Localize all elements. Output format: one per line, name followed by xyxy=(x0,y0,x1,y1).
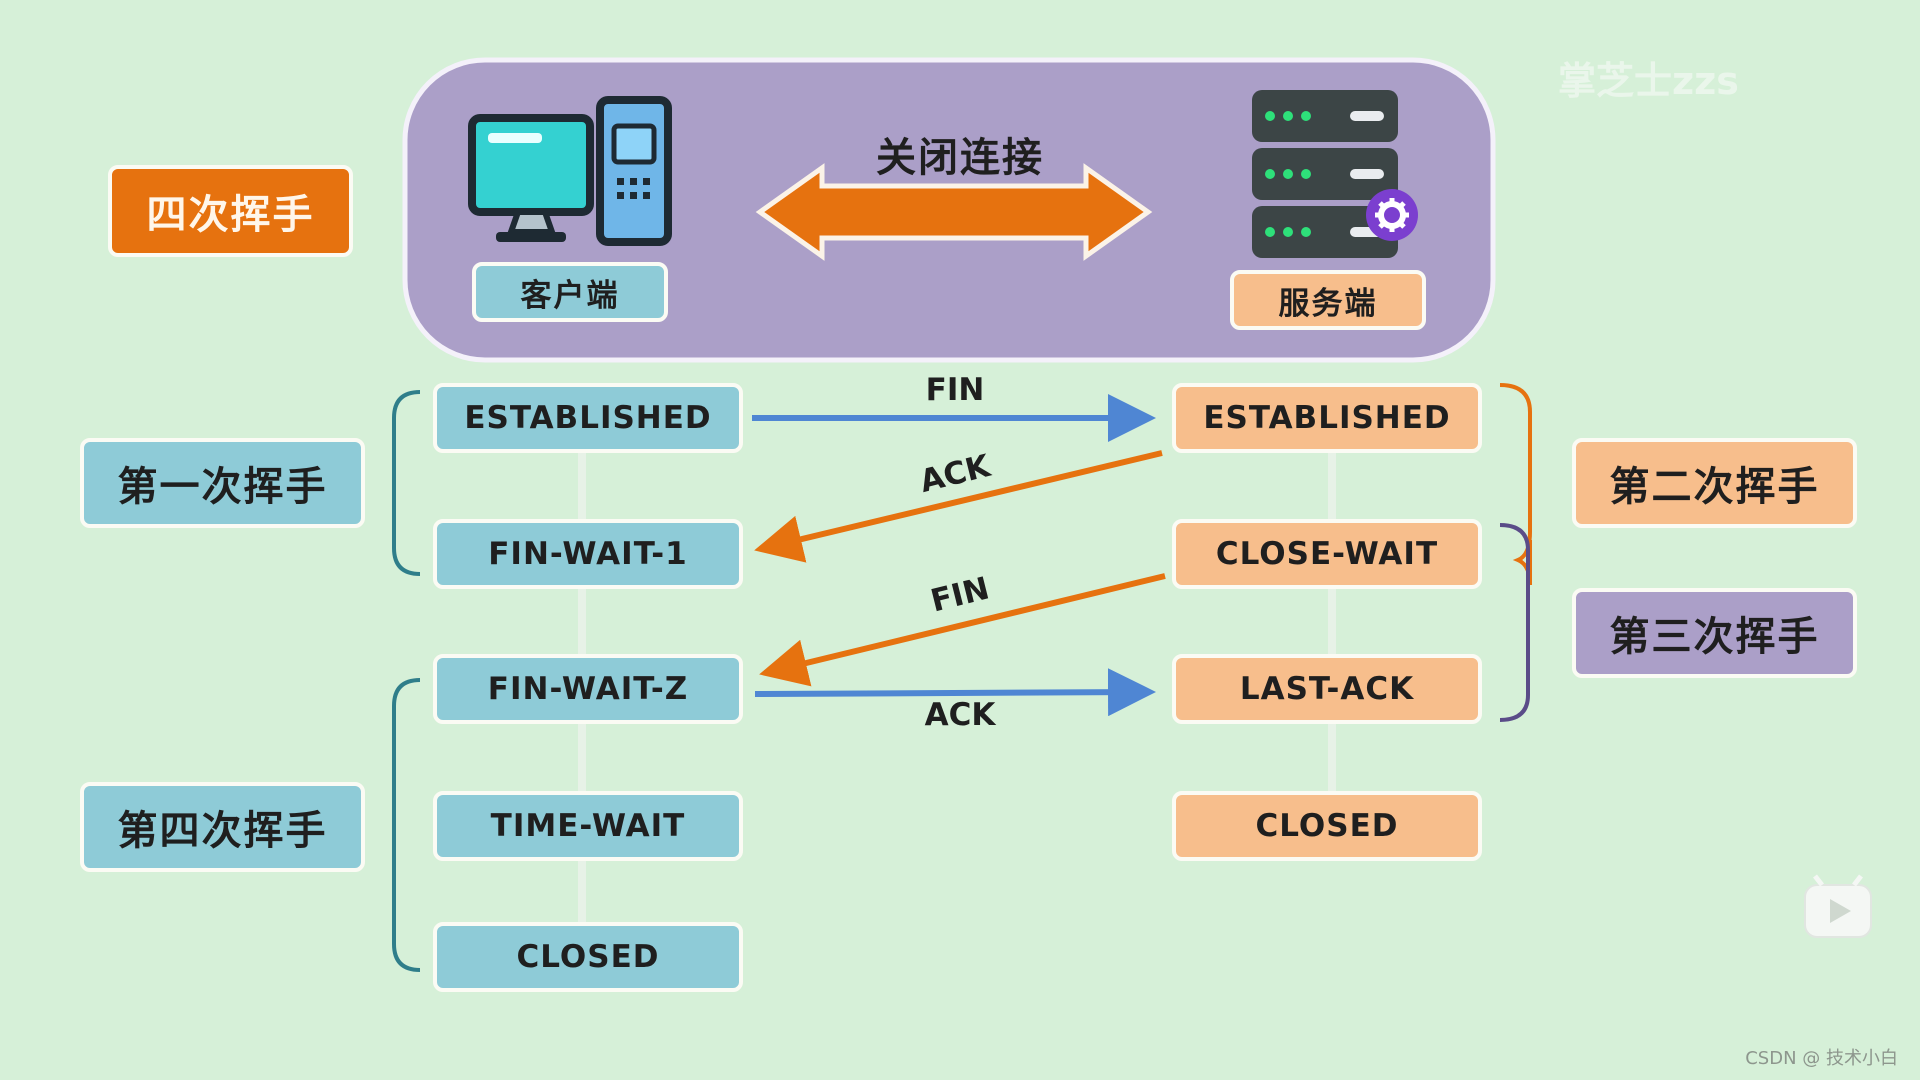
server-state-closed: CLOSED xyxy=(1172,791,1482,861)
client-state-closed: CLOSED xyxy=(433,922,743,992)
watermark-text: 掌芝士zzs xyxy=(1558,59,1739,103)
gear-icon xyxy=(1366,189,1418,241)
close-connection-label: 关闭连接 xyxy=(876,135,1044,181)
ack-arrow-1 xyxy=(754,450,1163,563)
play-icon xyxy=(1804,874,1872,938)
client-state-established: ESTABLISHED xyxy=(433,383,743,453)
bracket-fourth xyxy=(392,678,421,972)
phase-first: 第一次挥手 xyxy=(80,438,365,528)
bracket-third xyxy=(1499,523,1530,722)
bracket-second xyxy=(1499,383,1532,586)
message-label-fin-1: FIN xyxy=(925,372,985,408)
server-state-last-ack: LAST-ACK xyxy=(1172,654,1482,724)
phase-third: 第三次挥手 xyxy=(1572,588,1857,678)
footer-credit: CSDN @ 技术小白 xyxy=(1745,1048,1898,1069)
server-label: 服务端 xyxy=(1230,270,1426,330)
desktop-computer-icon xyxy=(468,96,672,246)
bracket-first xyxy=(392,390,421,576)
server-rack-icon xyxy=(1252,90,1398,258)
message-label-ack-2: ACK xyxy=(924,697,996,733)
close-connection-arrow xyxy=(755,163,1153,261)
server-state-close-wait: CLOSE-WAIT xyxy=(1172,519,1482,589)
phase-fourth: 第四次挥手 xyxy=(80,782,365,872)
ack-arrow-2 xyxy=(754,668,1156,717)
server-state-established: ESTABLISHED xyxy=(1172,383,1482,453)
client-state-time-wait: TIME-WAIT xyxy=(433,791,743,861)
four-way-handshake-badge: 四次挥手 xyxy=(108,165,353,257)
fin-arrow-2 xyxy=(759,573,1166,687)
phase-second: 第二次挥手 xyxy=(1572,438,1857,528)
client-state-fin-wait-1: FIN-WAIT-1 xyxy=(433,519,743,589)
client-label: 客户端 xyxy=(472,262,668,322)
client-state-fin-wait-2: FIN-WAIT-Z xyxy=(433,654,743,724)
